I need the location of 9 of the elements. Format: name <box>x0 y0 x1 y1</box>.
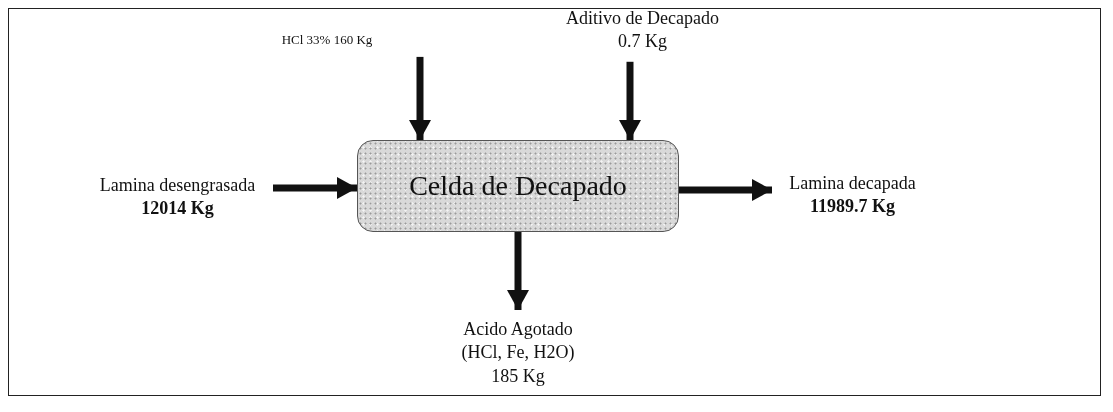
stream-label: HCl 33% 160 Kg <box>262 32 392 49</box>
process-name: Celda de Decapado <box>409 168 627 203</box>
flow-arrow <box>619 61 641 140</box>
flow-arrow <box>409 56 431 140</box>
stream-label: Acido Agotado (HCl, Fe, H2O) 185 Kg <box>455 318 581 389</box>
stream-label: Aditivo de Decapado 0.7 Kg <box>555 7 730 54</box>
stream-label: Lamina decapada 11989.7 Kg <box>780 172 925 219</box>
process-box <box>357 140 679 232</box>
stream-label: Lamina desengrasada 12014 Kg <box>90 174 265 221</box>
